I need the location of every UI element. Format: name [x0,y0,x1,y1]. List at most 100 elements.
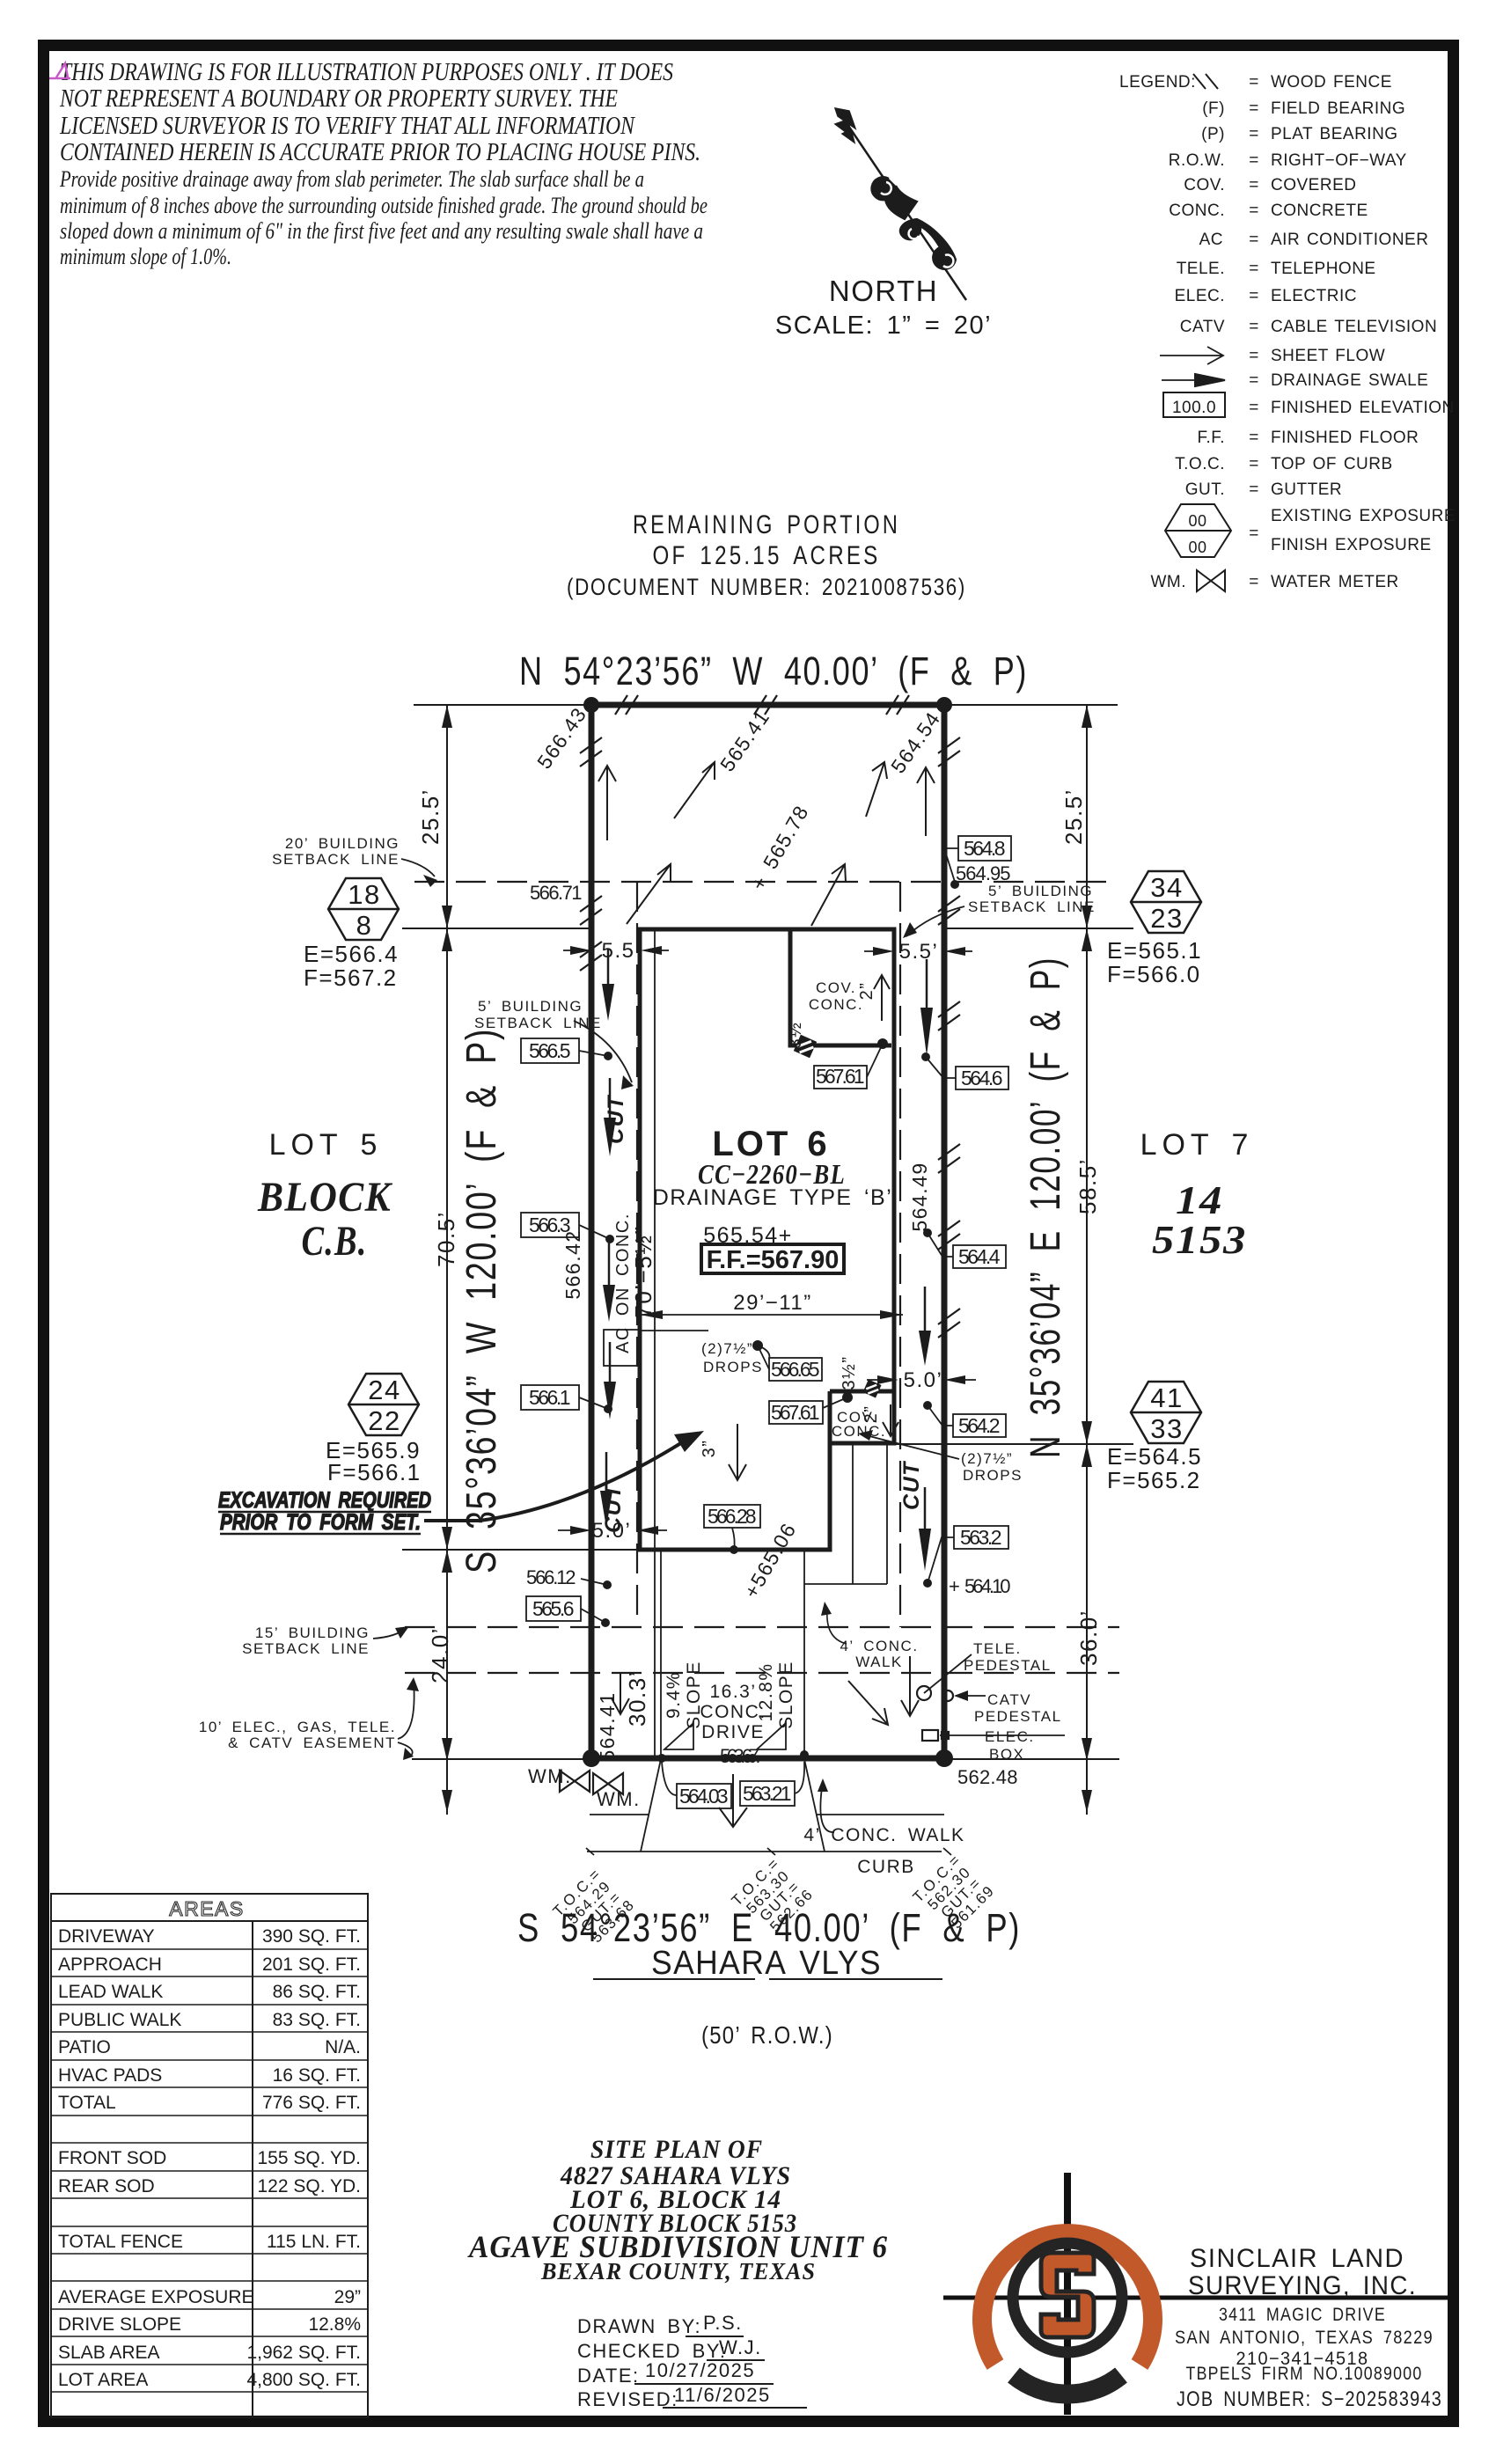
svg-text:COVERED: COVERED [1271,176,1356,194]
svg-text:COV.: COV. [837,1409,877,1426]
svg-text:SETBACK LINE: SETBACK LINE [272,851,400,868]
svg-text:100.0: 100.0 [1172,399,1216,417]
svg-text:OF 125.15 ACRES: OF 125.15 ACRES [653,541,881,570]
svg-text:565.6: 565.6 [532,1597,575,1620]
svg-text:(F): (F) [1202,99,1225,118]
svg-text:FINISH EXPOSURE: FINISH EXPOSURE [1271,536,1432,554]
svg-text:DRAINAGE TYPE ‘B’: DRAINAGE TYPE ‘B’ [653,1185,893,1210]
svg-text:33: 33 [1150,1413,1183,1444]
svg-text:PRIOR TO FORM SET.: PRIOR TO FORM SET. [220,1510,421,1535]
svg-text:FINISHED ELEVATION: FINISHED ELEVATION [1271,399,1455,417]
svg-text:564.4: 564.4 [958,1245,1001,1268]
svg-text:COV.: COV. [816,979,856,996]
svg-text:TOTAL FENCE: TOTAL FENCE [58,2232,183,2252]
svg-text:Provide positive drainage away: Provide positive drainage away from slab… [59,166,644,192]
svg-text:CONC.: CONC. [1169,202,1225,220]
svg-text:CURB: CURB [857,1857,915,1877]
svg-text:(2)7½”: (2)7½” [701,1340,753,1357]
svg-text:LOT 7: LOT 7 [1140,1128,1254,1162]
svg-text:SAHARA VLYS: SAHARA VLYS [651,1945,882,1982]
svg-text:AVERAGE EXPOSURE: AVERAGE EXPOSURE [58,2287,254,2307]
svg-text:564.03: 564.03 [679,1785,729,1808]
svg-text:F=565.2: F=565.2 [1107,1467,1201,1493]
svg-text:3”: 3” [700,1440,719,1458]
svg-text:ELEC.: ELEC. [985,1728,1035,1745]
svg-text:CONCRETE: CONCRETE [1271,202,1368,220]
svg-text:201 SQ. FT.: 201 SQ. FT. [262,1954,361,1975]
svg-text:LOT AREA: LOT AREA [58,2370,148,2390]
svg-text:AGAVE SUBDIVISION UNIT 6: AGAVE SUBDIVISION UNIT 6 [467,2229,888,2264]
svg-text:4827 SAHARA VLYS: 4827 SAHARA VLYS [560,2161,791,2190]
svg-text:N 35°36’04” E 120.00’ (F & P): N 35°36’04” E 120.00’ (F & P) [1023,957,1069,1458]
svg-text:AC ON CONC.: AC ON CONC. [613,1213,633,1353]
svg-text:3½”: 3½” [840,1356,859,1390]
svg-text:(P): (P) [1201,125,1225,143]
svg-text:=: = [1249,202,1259,220]
svg-text:(50’ R.O.W.): (50’ R.O.W.) [701,2021,833,2049]
svg-text:=: = [1249,287,1259,305]
svg-text:=: = [1249,151,1259,170]
svg-text:LEAD WALK: LEAD WALK [58,1982,163,2002]
svg-text:566.42: 566.42 [561,1229,584,1299]
svg-text:CC−2260−BL: CC−2260−BL [698,1158,846,1190]
svg-text:=: = [1249,371,1259,390]
svg-text:12.8%: 12.8% [756,1662,776,1721]
svg-text:5.0’: 5.0’ [904,1368,943,1392]
svg-text:COUNTY BLOCK 5153: COUNTY BLOCK 5153 [553,2209,797,2238]
svg-text:=: = [1249,480,1259,499]
svg-text:SITE PLAN OF: SITE PLAN OF [590,2135,763,2164]
svg-text:564.41: 564.41 [596,1691,619,1761]
svg-text:SLOPE: SLOPE [684,1661,704,1729]
svg-text:SCALE: 1” = 20’: SCALE: 1” = 20’ [775,312,992,340]
svg-text:TOP OF CURB: TOP OF CURB [1271,455,1393,473]
svg-text:NORTH: NORTH [829,275,938,307]
svg-text:(2)7½”: (2)7½” [961,1450,1013,1467]
svg-text:TELE.: TELE. [1177,260,1225,278]
svg-text:5.5’: 5.5’ [899,940,939,964]
svg-text:THIS DRAWING IS FOR ILLUSTRATI: THIS DRAWING IS FOR ILLUSTRATION PURPOSE… [60,59,673,86]
svg-text:9.4%: 9.4% [664,1671,684,1719]
svg-text:115 LN. FT.: 115 LN. FT. [267,2232,361,2252]
svg-text:=: = [1249,429,1259,447]
svg-text:564.8: 564.8 [964,837,1006,860]
svg-text:SAN ANTONIO, TEXAS 78229: SAN ANTONIO, TEXAS 78229 [1175,2328,1434,2348]
svg-text:TELEPHONE: TELEPHONE [1271,260,1376,278]
svg-text:P.S.: P.S. [703,2312,743,2334]
svg-text:CATV: CATV [1180,318,1225,336]
svg-text:SETBACK LINE: SETBACK LINE [242,1640,370,1657]
svg-text:FINISHED FLOOR: FINISHED FLOOR [1271,429,1419,447]
svg-text:BLOCK: BLOCK [257,1174,392,1221]
svg-text:N 54°23’56” W 40.00’ (F & P): N 54°23’56” W 40.00’ (F & P) [519,649,1028,693]
svg-text:CHECKED BY:: CHECKED BY: [577,2340,726,2362]
svg-text:562.48: 562.48 [957,1766,1019,1788]
svg-text:PUBLIC WALK: PUBLIC WALK [58,2010,181,2030]
svg-text:GUTTER: GUTTER [1271,480,1342,499]
svg-text:=: = [1249,73,1259,92]
svg-text:SINCLAIR LAND: SINCLAIR LAND [1190,2244,1404,2273]
svg-text:PEDESTAL: PEDESTAL [974,1708,1062,1725]
svg-text:24.0’: 24.0’ [427,1627,453,1683]
svg-text:155 SQ. YD.: 155 SQ. YD. [257,2148,361,2168]
svg-text:SETBACK LINE: SETBACK LINE [474,1015,602,1031]
svg-text:=: = [1249,231,1259,249]
svg-text:W.J.: W.J. [719,2336,762,2358]
svg-text:CATV: CATV [987,1691,1031,1708]
svg-text:210−341−4518: 210−341−4518 [1236,2349,1369,2369]
svg-text:SLAB AREA: SLAB AREA [58,2343,160,2363]
svg-text:CUT: CUT [604,1094,628,1144]
svg-text:5153: 5153 [1152,1217,1247,1262]
svg-text:122 SQ. YD.: 122 SQ. YD. [257,2176,361,2196]
svg-text:TOTAL: TOTAL [58,2093,116,2113]
svg-text:BOX: BOX [989,1746,1024,1763]
svg-text:567.61: 567.61 [816,1065,865,1088]
svg-text:JOB NUMBER: S−202583943: JOB NUMBER: S−202583943 [1177,2387,1442,2411]
svg-text:DRIVE SLOPE: DRIVE SLOPE [58,2314,181,2335]
svg-text:=: = [1249,573,1259,591]
svg-text:776 SQ. FT.: 776 SQ. FT. [262,2093,361,2113]
svg-text:566.12: 566.12 [526,1566,577,1588]
svg-text:41: 41 [1150,1382,1183,1413]
svg-text:564.49: 564.49 [908,1162,931,1231]
svg-text:REAR SOD: REAR SOD [58,2176,155,2196]
svg-text:25.5’: 25.5’ [417,788,444,845]
svg-text:10/27/2025: 10/27/2025 [645,2359,755,2381]
